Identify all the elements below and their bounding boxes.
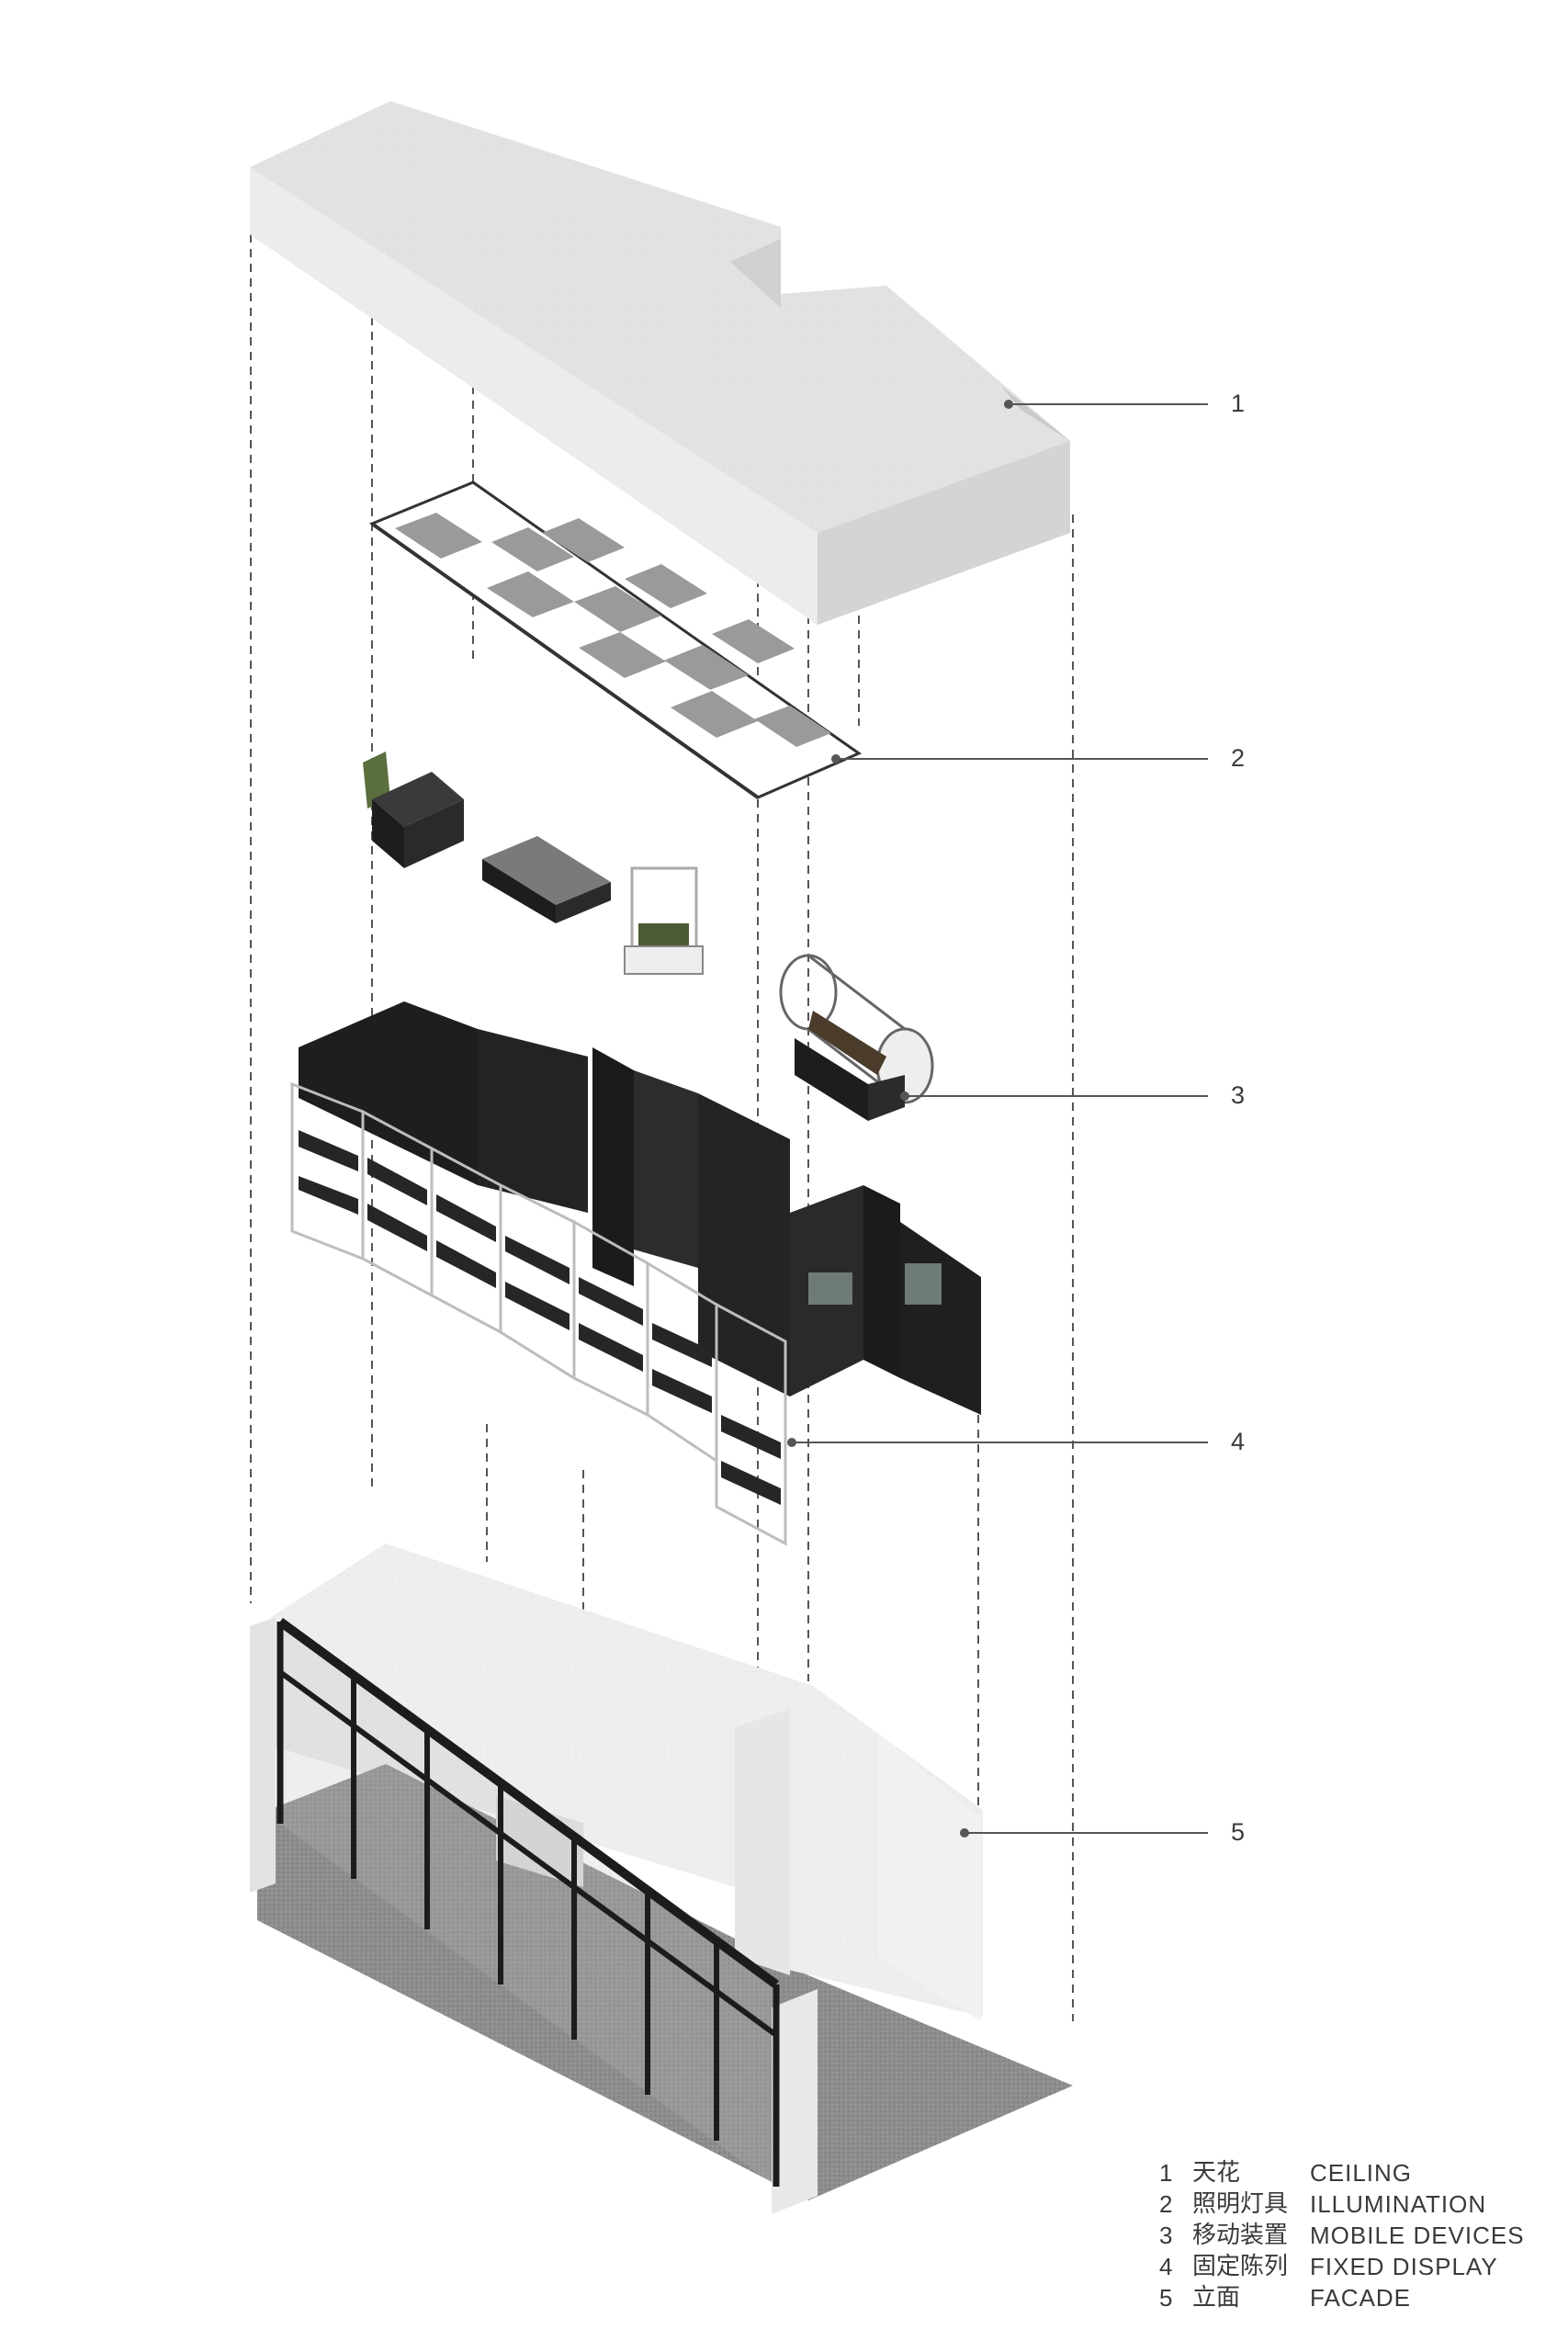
facade bbox=[250, 1544, 1073, 2214]
legend-chinese-label: 移动装置 bbox=[1192, 2222, 1289, 2249]
legend-number: 1 bbox=[1159, 2159, 1173, 2187]
legend-chinese-label: 照明灯具 bbox=[1192, 2190, 1289, 2218]
legend-number: 4 bbox=[1159, 2253, 1173, 2280]
legend-english-label: MOBILE DEVICES bbox=[1310, 2222, 1525, 2249]
legend-row: 5 立面 FACADE bbox=[1159, 2282, 1525, 2313]
legend-number: 3 bbox=[1159, 2222, 1173, 2249]
ceiling-slab bbox=[250, 101, 1070, 625]
legend-row: 2 照明灯具 ILLUMINATION bbox=[1159, 2188, 1525, 2220]
callout-number-2: 2 bbox=[1231, 744, 1246, 772]
callout-number-5: 5 bbox=[1231, 1818, 1246, 1846]
mobile-devices bbox=[363, 752, 934, 1121]
lighting-grid bbox=[368, 481, 863, 799]
callout-number-4: 4 bbox=[1231, 1428, 1246, 1455]
legend-row: 1 天花 CEILING bbox=[1159, 2157, 1525, 2188]
legend-number: 5 bbox=[1159, 2284, 1173, 2312]
legend-chinese-label: 天花 bbox=[1192, 2159, 1241, 2187]
legend-chinese-label: 固定陈列 bbox=[1192, 2253, 1289, 2280]
fixed-display bbox=[290, 1001, 981, 1546]
legend-english-label: CEILING bbox=[1310, 2159, 1413, 2187]
leader-dots bbox=[787, 400, 1013, 1838]
legend-row: 3 移动装置 MOBILE DEVICES bbox=[1159, 2220, 1525, 2251]
legend-row: 4 固定陈列 FIXED DISPLAY bbox=[1159, 2251, 1525, 2282]
callout-number-1: 1 bbox=[1231, 390, 1246, 417]
legend-english-label: FACADE bbox=[1310, 2284, 1412, 2312]
callout-number-3: 3 bbox=[1231, 1081, 1246, 1109]
legend-number: 2 bbox=[1159, 2190, 1173, 2218]
legend-chinese-label: 立面 bbox=[1192, 2284, 1241, 2312]
leader-lines bbox=[792, 403, 1208, 1834]
legend-english-label: FIXED DISPLAY bbox=[1310, 2253, 1498, 2280]
legend: 1 天花 CEILING 2 照明灯具 ILLUMINATION 3 移动装置 … bbox=[1159, 2157, 1525, 2313]
legend-english-label: ILLUMINATION bbox=[1310, 2190, 1487, 2218]
